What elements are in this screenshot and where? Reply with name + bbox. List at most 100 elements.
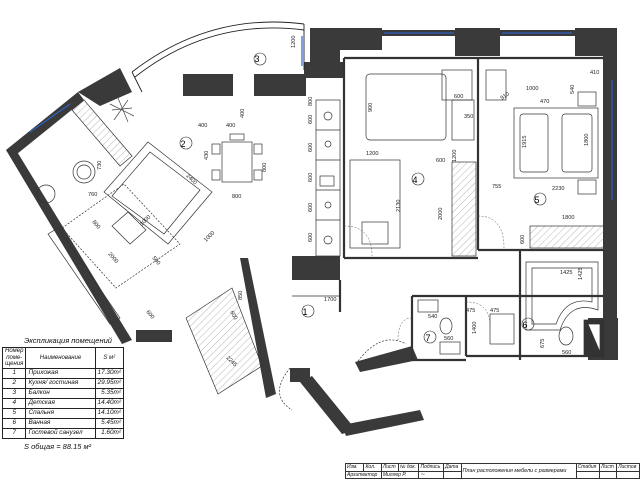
room-marker-5: [533, 192, 547, 206]
interior-walls: [338, 56, 604, 362]
svg-text:1425: 1425: [560, 270, 572, 276]
svg-text:900: 900: [368, 103, 374, 112]
shelf-unit: [71, 99, 133, 167]
room-number-7: 7: [425, 333, 430, 343]
bathroom: [489, 261, 605, 357]
stamp-sheet: Лист: [598, 463, 618, 472]
svg-text:1000: 1000: [526, 86, 538, 92]
svg-text:475: 475: [466, 308, 475, 314]
room-marker-6: [521, 317, 535, 331]
svg-text:675: 675: [540, 339, 546, 348]
plant: [109, 97, 135, 123]
room-marker-4: [411, 172, 425, 186]
room-number-1: 1: [302, 307, 307, 317]
svg-text:1425: 1425: [578, 268, 584, 280]
room-number-3: 3: [254, 54, 259, 64]
windows: [29, 32, 613, 200]
hallway: [185, 287, 407, 411]
svg-text:600: 600: [436, 158, 445, 164]
stamp-col-doc: № док.: [397, 463, 420, 472]
svg-text:760: 760: [88, 192, 97, 198]
svg-text:850: 850: [238, 291, 244, 300]
svg-text:730: 730: [97, 161, 103, 170]
room-marker-2: [179, 136, 193, 150]
svg-text:755: 755: [492, 184, 501, 190]
stamp-signature: ~: [418, 470, 445, 479]
exterior-walls: [6, 28, 618, 436]
room-number-6: 6: [522, 320, 527, 330]
room-number-2: 2: [180, 139, 185, 149]
svg-text:2230: 2230: [552, 186, 564, 192]
svg-text:600: 600: [308, 233, 314, 242]
armchair: [72, 160, 96, 184]
guest-wc: [417, 299, 461, 355]
svg-text:800: 800: [90, 219, 101, 230]
legend-col-name: Наименование: [25, 347, 96, 369]
svg-text:1200: 1200: [366, 151, 378, 157]
tv-unit: [47, 227, 121, 325]
table-row: 6 Ванная 5.45m²: [1, 417, 125, 429]
svg-text:800: 800: [262, 163, 268, 172]
svg-text:600: 600: [308, 115, 314, 124]
svg-text:1800: 1800: [584, 134, 590, 146]
svg-text:350: 350: [464, 114, 473, 120]
table-row: 7 Гостевой санузел 1.60m²: [1, 427, 125, 439]
svg-text:500: 500: [150, 255, 161, 266]
stamp-col-list: Лист: [380, 463, 399, 472]
nursery-wardrobe: [451, 161, 477, 257]
svg-text:560: 560: [444, 336, 453, 342]
svg-text:1700: 1700: [324, 297, 336, 303]
coffee-table: [111, 211, 147, 245]
svg-text:540: 540: [428, 314, 437, 320]
double-bed: [513, 107, 599, 179]
table-row: 5 Спальня 14.10m²: [1, 407, 125, 419]
stamp-col-izm: Изм.: [344, 463, 365, 472]
svg-text:800: 800: [232, 194, 241, 200]
svg-text:430: 430: [204, 151, 210, 160]
balcony: [131, 21, 305, 93]
dimension-labels: 1200 400 400 400 430 800 800 2400 1000 7…: [88, 36, 599, 369]
room-number-4: 4: [412, 175, 417, 185]
svg-text:2000: 2000: [106, 251, 119, 264]
legend-col-area: S м²: [94, 347, 125, 369]
svg-text:400: 400: [198, 123, 207, 129]
stamp-stage: Стадия: [575, 463, 601, 472]
nursery-desk: [349, 159, 401, 249]
svg-text:600: 600: [520, 235, 526, 244]
stamp-col-date: Дата: [443, 463, 462, 472]
svg-text:1915: 1915: [522, 136, 528, 148]
svg-text:600: 600: [308, 203, 314, 212]
corner-bathtub: [525, 261, 599, 331]
round-table: [36, 184, 56, 204]
svg-text:2130: 2130: [396, 200, 402, 212]
svg-text:540: 540: [570, 85, 576, 94]
room-marker-7: [423, 330, 437, 344]
door-swings: [343, 215, 505, 341]
table-row: 1 Прихожая 17.30m²: [1, 367, 125, 379]
stamp-role: Архитектор: [345, 470, 382, 479]
svg-text:1400: 1400: [472, 322, 478, 334]
sofa: [103, 141, 213, 245]
svg-text:2000: 2000: [438, 208, 444, 220]
svg-text:1800: 1800: [562, 215, 574, 221]
svg-text:600: 600: [308, 143, 314, 152]
svg-text:475: 475: [490, 308, 499, 314]
room-number-5: 5: [534, 195, 539, 205]
stamp-sheets: Листов: [616, 463, 640, 472]
svg-text:470: 470: [540, 99, 549, 105]
svg-text:600: 600: [454, 94, 463, 100]
title-block-stamp: Изм. Кол. Лист № док. Подпись Дата План …: [344, 463, 640, 480]
legend-title: Экспликация помещений: [24, 336, 112, 345]
svg-text:600: 600: [228, 310, 238, 321]
svg-text:1000: 1000: [203, 230, 216, 243]
svg-text:910: 910: [500, 91, 511, 101]
table-row: 3 Балкон 5.35m²: [1, 387, 125, 399]
svg-text:1200: 1200: [291, 36, 297, 48]
bath-toilet: [558, 326, 574, 346]
rug: [61, 183, 181, 289]
legend-table: Номер поме- щения Наименование S м² 1 Пр…: [1, 347, 125, 439]
svg-text:560: 560: [562, 350, 571, 356]
hall-wardrobe: [185, 287, 263, 395]
svg-text:1200: 1200: [452, 150, 458, 162]
